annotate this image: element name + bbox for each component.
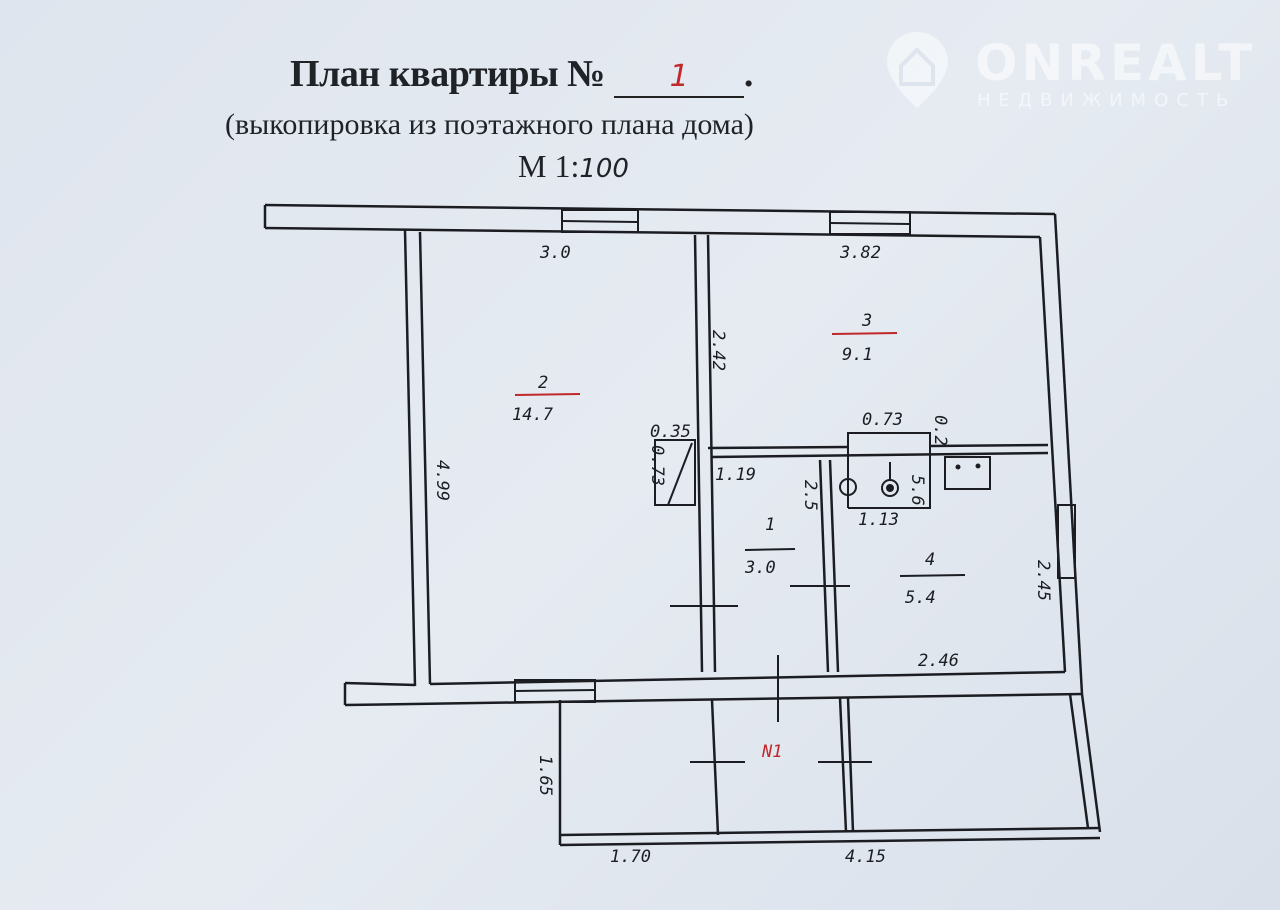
room-2-number: 2 bbox=[538, 373, 548, 393]
room-3-number: 3 bbox=[861, 311, 872, 331]
room-4-area: 5.4 bbox=[905, 588, 936, 608]
title-text: План квартиры № bbox=[290, 53, 605, 95]
dim-stove-depth: 5.6 bbox=[907, 475, 927, 506]
dimensions: 3.0 3.82 2.42 4.99 0.35 0.73 1.19 0.73 0… bbox=[432, 243, 1053, 867]
windows bbox=[514, 209, 1076, 703]
dim-balcony-right: 4.15 bbox=[845, 847, 886, 867]
scale-label: М 1:100 bbox=[518, 148, 629, 185]
dim-top-left: 3.0 bbox=[539, 243, 571, 263]
closet bbox=[654, 439, 696, 506]
subtitle: (выкопировка из поэтажного плана дома) bbox=[225, 108, 754, 141]
room-2-area: 14.7 bbox=[512, 405, 554, 425]
room-1-area: 3.0 bbox=[744, 558, 776, 578]
dim-stove-w: 0.73 bbox=[862, 410, 903, 430]
room-1-number: 1 bbox=[765, 515, 775, 535]
room-3-area: 9.1 bbox=[842, 345, 873, 365]
burner-icon bbox=[839, 478, 857, 496]
walls bbox=[263, 203, 1102, 847]
dim-room3-side: 2.42 bbox=[708, 330, 728, 371]
apartment-number: 1 bbox=[613, 58, 744, 98]
dim-closet-w: 0.35 bbox=[650, 422, 691, 442]
fixtures bbox=[654, 432, 991, 763]
dim-room2-side: 4.99 bbox=[432, 460, 452, 501]
dim-corridor-w: 1.19 bbox=[715, 465, 756, 485]
scale-prefix: М 1: bbox=[518, 148, 580, 184]
watermark-brand: ONREALT bbox=[975, 34, 1257, 92]
scale-value: 100 bbox=[579, 154, 629, 184]
dim-balcony-side: 1.65 bbox=[535, 755, 555, 796]
room-labels: 2 14.7 3 9.1 1 3.0 4 5.4 N1 bbox=[512, 311, 966, 762]
marker-n1: N1 bbox=[761, 742, 782, 762]
home-pin-icon bbox=[887, 32, 948, 108]
page-title: План квартиры № 1. bbox=[290, 52, 753, 98]
dim-balcony-left: 1.70 bbox=[610, 847, 651, 867]
watermark-tagline: НЕДВИЖИМОСТЬ bbox=[977, 90, 1237, 111]
sink bbox=[944, 456, 991, 490]
dim-partition-h: 2.5 bbox=[800, 480, 820, 511]
dim-stove-gap: 0.2 bbox=[930, 415, 950, 446]
dim-top-right: 3.82 bbox=[839, 243, 881, 263]
room-4-number: 4 bbox=[925, 550, 935, 570]
dim-kitchen-bottom: 2.46 bbox=[918, 651, 959, 671]
dim-closet-h: 0.73 bbox=[647, 445, 667, 486]
dim-kitchen-side: 2.45 bbox=[1033, 560, 1053, 601]
dim-stove-bottom: 1.13 bbox=[858, 510, 899, 530]
